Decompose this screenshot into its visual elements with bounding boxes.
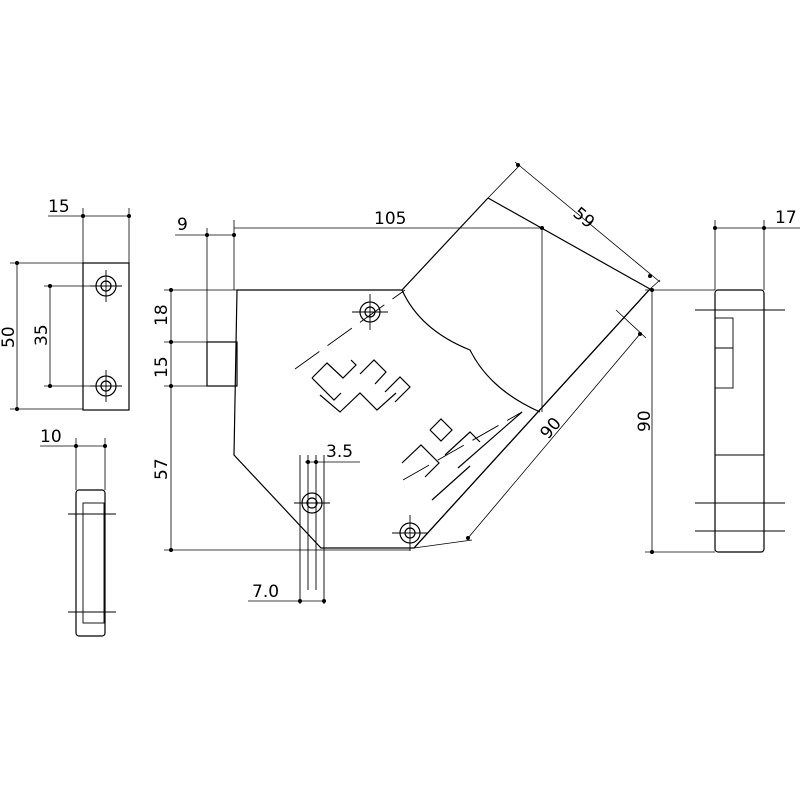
dim-label-left-lower-width: 10 (40, 427, 62, 447)
dim-diag-width (487, 161, 661, 290)
dim-left-hole-spacing (44, 284, 106, 388)
dim-right-height (645, 288, 715, 554)
main-hole-top (352, 294, 388, 330)
dim-label-main-offset: 9 (177, 215, 188, 235)
dim-label-slot-width: 7.0 (252, 582, 279, 602)
left-plate-view: 15 50 35 (0, 197, 131, 411)
right-side-view: 17 90 (635, 208, 800, 554)
dim-right-width (713, 220, 800, 290)
dim-label-hole-dia: 3.5 (326, 442, 353, 462)
dim-label-left-height: 50 (0, 326, 19, 348)
main-hole-bottom-left (294, 492, 330, 514)
right-side-outline (714, 289, 765, 553)
dim-label-left-hole-spacing: 35 (32, 324, 52, 346)
dim-diag-length (413, 309, 647, 549)
left-side-outline (75, 489, 106, 637)
dim-main-vertical-chain (164, 288, 410, 552)
dim-label-diag-length: 90 (537, 414, 566, 443)
main-slot-vertical (299, 455, 325, 604)
dim-main-width (234, 226, 544, 412)
dim-left-height (10, 261, 83, 411)
dim-slot-width (248, 599, 326, 603)
dim-main-offset (175, 220, 236, 342)
left-side-view: 10 (40, 427, 116, 637)
right-side-window (714, 317, 734, 389)
dim-label-main-h1: 18 (152, 304, 172, 326)
dim-label-main-h2: 15 (152, 356, 172, 378)
dim-left-lower-width (40, 438, 107, 490)
main-hole-bottom-right (392, 515, 428, 551)
left-side-inner (82, 502, 105, 624)
main-plate-outline (233, 197, 651, 549)
dim-label-diag-width: 59 (569, 204, 598, 233)
dim-label-left-width: 15 (48, 197, 70, 217)
left-plate-outline (82, 262, 130, 411)
dim-hole-dia (305, 460, 360, 464)
dim-label-main-width: 105 (374, 209, 406, 229)
dim-label-right-height: 90 (635, 410, 655, 432)
main-step-block (206, 341, 238, 387)
main-curve-cutout (401, 289, 541, 413)
main-slot-pattern (311, 359, 523, 501)
dim-label-right-width: 17 (775, 208, 797, 228)
main-view: 9 105 18 15 57 3.5 (152, 161, 661, 604)
dim-left-width (48, 208, 131, 263)
dim-label-main-h3: 57 (152, 458, 172, 480)
